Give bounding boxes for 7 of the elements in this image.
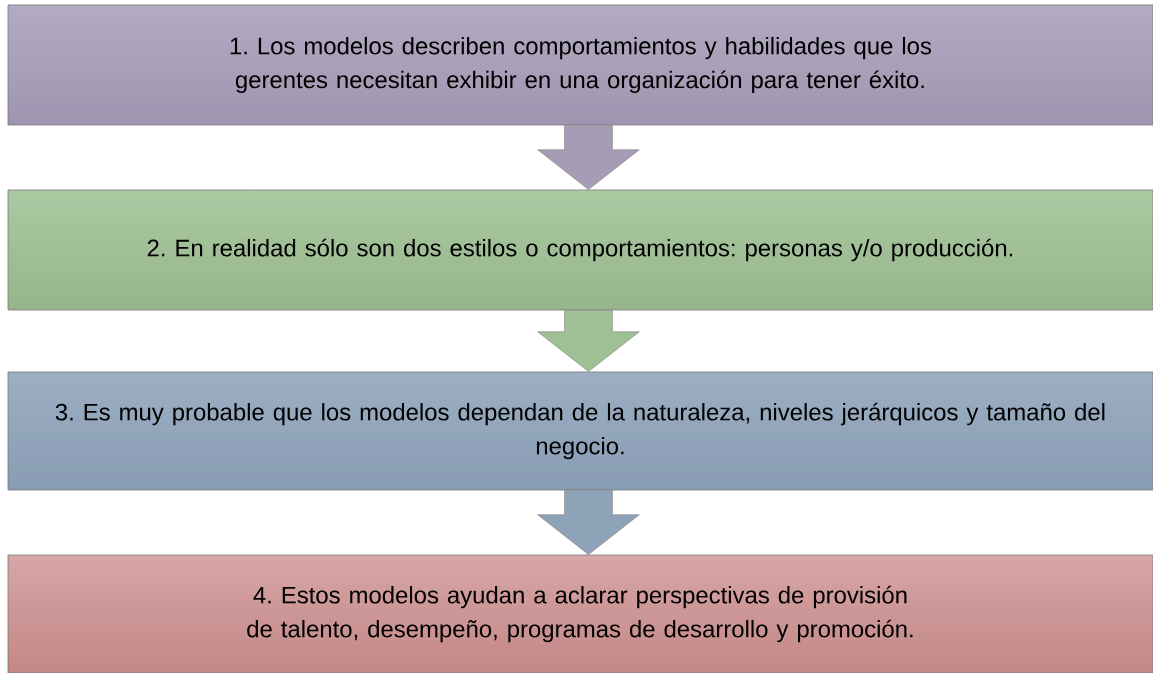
process-box: 1. Los modelos describen comportamientos y habilidades que los gerentes necesitan exhibir en una organización para tener éxito. xyxy=(7,4,1153,126)
process-box: 3. Es muy probable que los modelos dependan de la naturaleza, niveles jerárquicos y tamaño del negocio. xyxy=(7,371,1153,491)
process-box: 4. Estos modelos ayudan a aclarar perspectivas de provisión de talento, desempeño, programas de desarrollo y promoción. xyxy=(7,554,1153,673)
process-box: 2. En realidad sólo son dos estilos o comportamientos: personas y/o producción. xyxy=(7,189,1153,311)
block-arrow xyxy=(537,490,640,555)
block-arrow xyxy=(537,125,640,190)
block-arrow xyxy=(537,310,640,372)
